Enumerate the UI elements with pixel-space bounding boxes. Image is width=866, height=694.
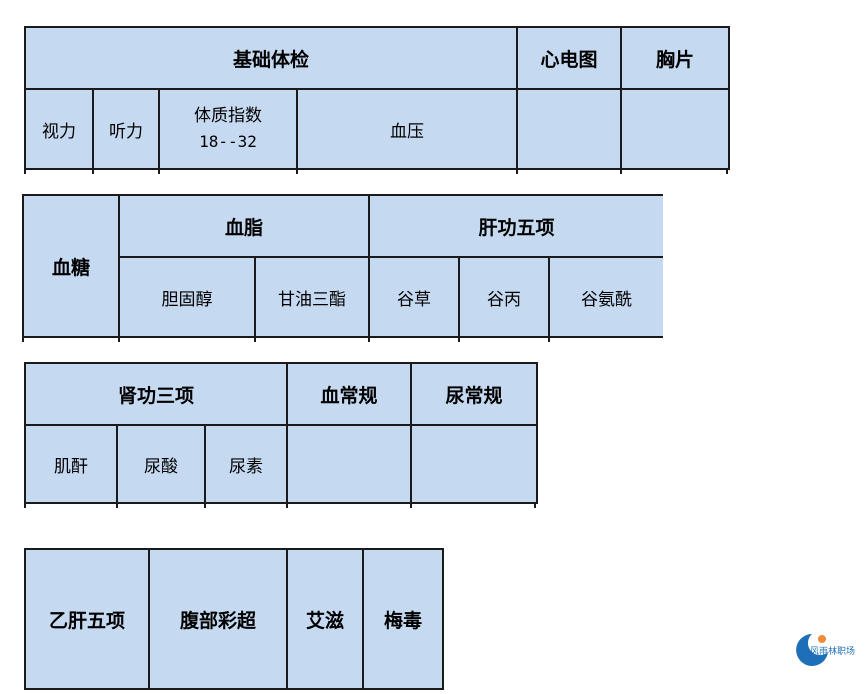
- cell-ast: 谷草: [368, 256, 461, 338]
- table2-cutoff-lines: [22, 336, 662, 342]
- header-ecg: 心电图: [516, 26, 623, 90]
- cell-hearing: 听力: [92, 88, 160, 170]
- logo-text: 风雨林职场: [810, 647, 856, 657]
- header-urine-routine: 尿常规: [410, 362, 539, 426]
- logo-crescent-icon: [796, 634, 828, 666]
- cell-creatinine: 肌酐: [24, 424, 118, 504]
- blood-liver-table: 血糖 血脂 肝功五项 胆固醇 甘油三酯 谷草 谷丙 谷氨酰: [22, 194, 664, 338]
- header-hepatitis-b: 乙肝五项: [24, 548, 150, 690]
- header-kidney-function: 肾功三项: [23, 362, 289, 426]
- bmi-range: 18--32: [199, 132, 257, 151]
- brand-logo: 风雨林职场: [792, 630, 856, 670]
- cell-blood-pressure: 血压: [295, 88, 519, 170]
- cell-alt: 谷丙: [458, 256, 551, 338]
- table3-cutoff-lines: [24, 502, 536, 508]
- header-chest-film: 胸片: [620, 26, 731, 90]
- cell-urea: 尿素: [203, 424, 289, 504]
- table1-cutoff-lines: [24, 168, 728, 174]
- header-abdominal-ultrasound: 腹部彩超: [148, 548, 288, 690]
- header-basic-exam: 基础体检: [23, 26, 519, 90]
- cell-bmi: 体质指数 18--32: [158, 88, 298, 170]
- hepatitis-ultrasound-table: 乙肝五项 腹部彩超 艾滋 梅毒: [24, 548, 444, 690]
- cell-chest-empty: [620, 88, 731, 170]
- header-liver-function: 肝功五项: [368, 194, 664, 258]
- header-syphilis: 梅毒: [362, 548, 444, 690]
- header-aids: 艾滋: [286, 548, 364, 690]
- bmi-label: 体质指数: [194, 106, 262, 126]
- cell-cholesterol: 胆固醇: [118, 256, 256, 338]
- header-blood-routine: 血常规: [286, 362, 413, 426]
- cell-blood-routine-empty: [286, 424, 413, 504]
- cell-ecg-empty: [516, 88, 623, 170]
- header-blood-lipid: 血脂: [117, 194, 371, 258]
- cell-uric-acid: 尿酸: [116, 424, 206, 504]
- header-blood-sugar: 血糖: [22, 194, 120, 338]
- cell-vision: 视力: [24, 88, 94, 170]
- basic-exam-table: 基础体检 心电图 胸片 视力 听力 体质指数 18--32 血压: [23, 26, 731, 170]
- cell-ggt: 谷氨酰: [548, 256, 664, 338]
- kidney-routine-table: 肾功三项 血常规 尿常规 肌酐 尿酸 尿素: [23, 362, 539, 504]
- cell-urine-routine-empty: [410, 424, 539, 504]
- cell-triglyceride: 甘油三酯: [253, 256, 371, 338]
